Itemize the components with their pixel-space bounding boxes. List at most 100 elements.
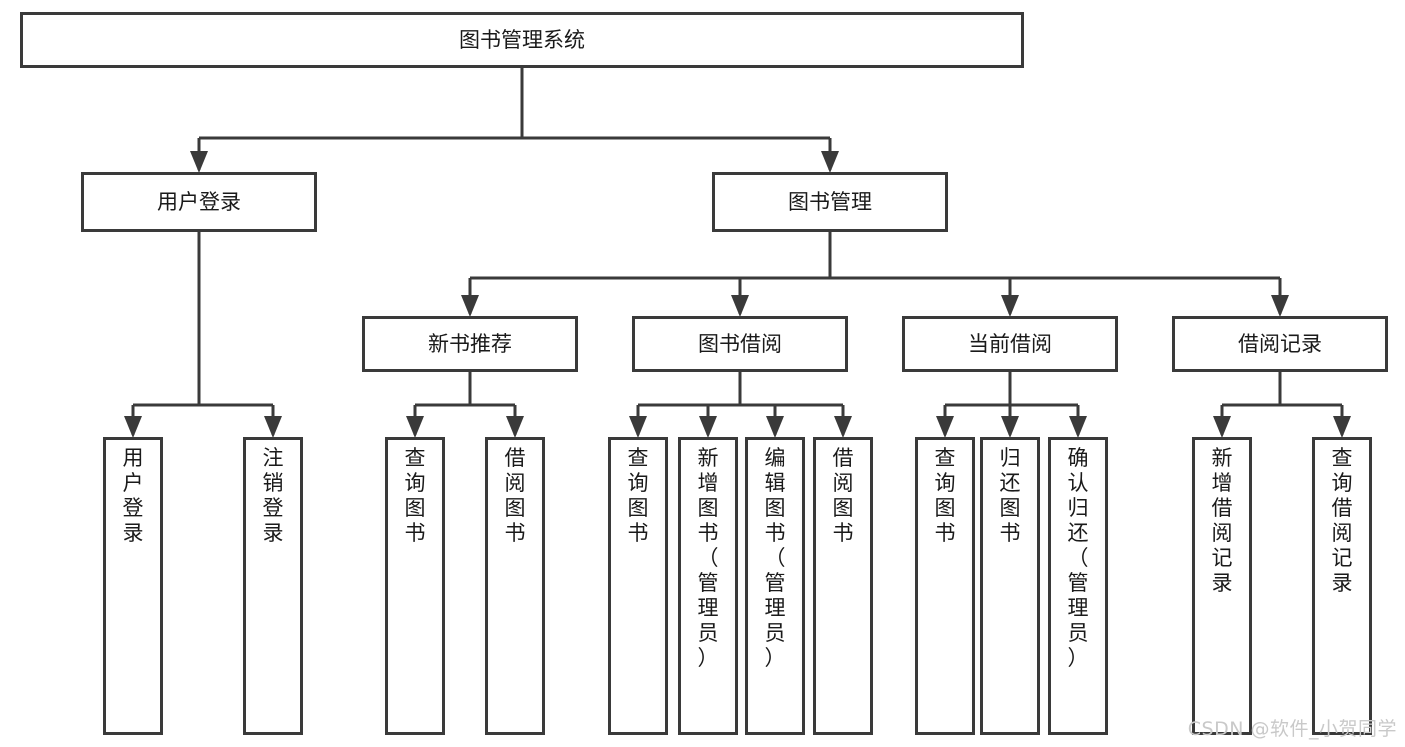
node-box[interactable] [980, 437, 1040, 735]
node-box[interactable] [243, 437, 303, 735]
node-label-char: 图 [935, 496, 956, 520]
node-borrow-record[interactable]: 借阅记录 [1172, 316, 1388, 372]
arrow-head [506, 416, 524, 438]
node-box[interactable] [632, 316, 848, 372]
node-label-char: ） [698, 646, 719, 670]
node-label: 图书管理 [788, 190, 872, 214]
node-box[interactable] [712, 172, 948, 232]
node-box[interactable] [915, 437, 975, 735]
node-label-char: 登 [263, 496, 284, 520]
arrow-head [190, 151, 208, 173]
arrow-head [834, 416, 852, 438]
node-label-char: 询 [628, 471, 649, 495]
node-box[interactable] [813, 437, 873, 735]
node-box[interactable] [1048, 437, 1108, 735]
node-current-borrow[interactable]: 当前借阅 [902, 316, 1118, 372]
node-label-char: 图 [505, 496, 526, 520]
node-label-char: 书 [628, 521, 649, 545]
node-label: 借阅记录 [1238, 332, 1322, 356]
node-label-char: （ [765, 546, 786, 570]
arrow-head [936, 416, 954, 438]
node-label-char: 书 [405, 521, 426, 545]
node-label: 图书借阅 [698, 332, 782, 356]
node-root[interactable]: 图书管理系统 [20, 12, 1024, 68]
node-book-manage[interactable]: 图书管理 [712, 172, 948, 232]
node-label-char: （ [698, 546, 719, 570]
node-label-char: 图 [698, 496, 719, 520]
node-label-char: 注 [263, 446, 284, 470]
arrow-head [821, 151, 839, 173]
arrow-head [1069, 416, 1087, 438]
node-book-borrow[interactable]: 图书借阅 [632, 316, 848, 372]
node-box[interactable] [81, 172, 317, 232]
node-layer: 图书管理系统用户登录图书管理新书推荐图书借阅当前借阅借阅记录用户登录注销登录查询… [20, 12, 1388, 735]
node-label-char: 还 [1000, 471, 1021, 495]
node-leaf-user-login[interactable]: 用户登录 [103, 437, 163, 735]
node-label-char: 用 [123, 446, 144, 470]
node-label-char: 录 [263, 521, 284, 545]
node-label-char: 理 [765, 596, 786, 620]
node-box[interactable] [1192, 437, 1252, 735]
node-box[interactable] [608, 437, 668, 735]
node-label-char: 阅 [833, 471, 854, 495]
node-label-char: 新 [1212, 446, 1233, 470]
node-box[interactable] [20, 12, 1024, 68]
node-label-char: 记 [1332, 546, 1353, 570]
node-box[interactable] [902, 316, 1118, 372]
node-label-char: 户 [123, 471, 144, 495]
node-label-char: 借 [1212, 496, 1233, 520]
node-label-char: 录 [1212, 571, 1233, 595]
node-label-char: 图 [765, 496, 786, 520]
node-label-char: 员 [698, 621, 719, 645]
node-user-login[interactable]: 用户登录 [81, 172, 317, 232]
node-label-char: 书 [698, 521, 719, 545]
node-label-char: 辑 [765, 471, 786, 495]
node-label-char: 员 [765, 621, 786, 645]
node-box[interactable] [485, 437, 545, 735]
node-label: 当前借阅 [968, 332, 1052, 356]
node-label-char: 登 [123, 496, 144, 520]
node-label-char: 管 [765, 571, 786, 595]
node-label-char: 管 [698, 571, 719, 595]
node-label-char: 阅 [505, 471, 526, 495]
node-label-char: 认 [1068, 471, 1089, 495]
node-box[interactable] [362, 316, 578, 372]
node-box[interactable] [103, 437, 163, 735]
node-box[interactable] [678, 437, 738, 735]
node-label-char: 归 [1068, 496, 1089, 520]
node-label-char: 图 [833, 496, 854, 520]
node-label-char: 借 [833, 446, 854, 470]
arrow-head [124, 416, 142, 438]
node-label-char: ） [765, 646, 786, 670]
node-box[interactable] [745, 437, 805, 735]
node-box[interactable] [1312, 437, 1372, 735]
node-label-char: 书 [505, 521, 526, 545]
node-label-char: 录 [123, 521, 144, 545]
node-label-char: 书 [1000, 521, 1021, 545]
arrow-head [406, 416, 424, 438]
node-label-char: 阅 [1212, 521, 1233, 545]
node-label-char: ） [1068, 646, 1089, 670]
arrow-head [1271, 295, 1289, 317]
node-label-char: 记 [1212, 546, 1233, 570]
node-label-char: 询 [405, 471, 426, 495]
node-label-char: 增 [1212, 471, 1233, 495]
node-label-char: 归 [1000, 446, 1021, 470]
node-label-char: 还 [1068, 521, 1089, 545]
node-label: 用户登录 [157, 190, 241, 214]
node-box[interactable] [1172, 316, 1388, 372]
node-box[interactable] [385, 437, 445, 735]
node-new-book-rec[interactable]: 新书推荐 [362, 316, 578, 372]
